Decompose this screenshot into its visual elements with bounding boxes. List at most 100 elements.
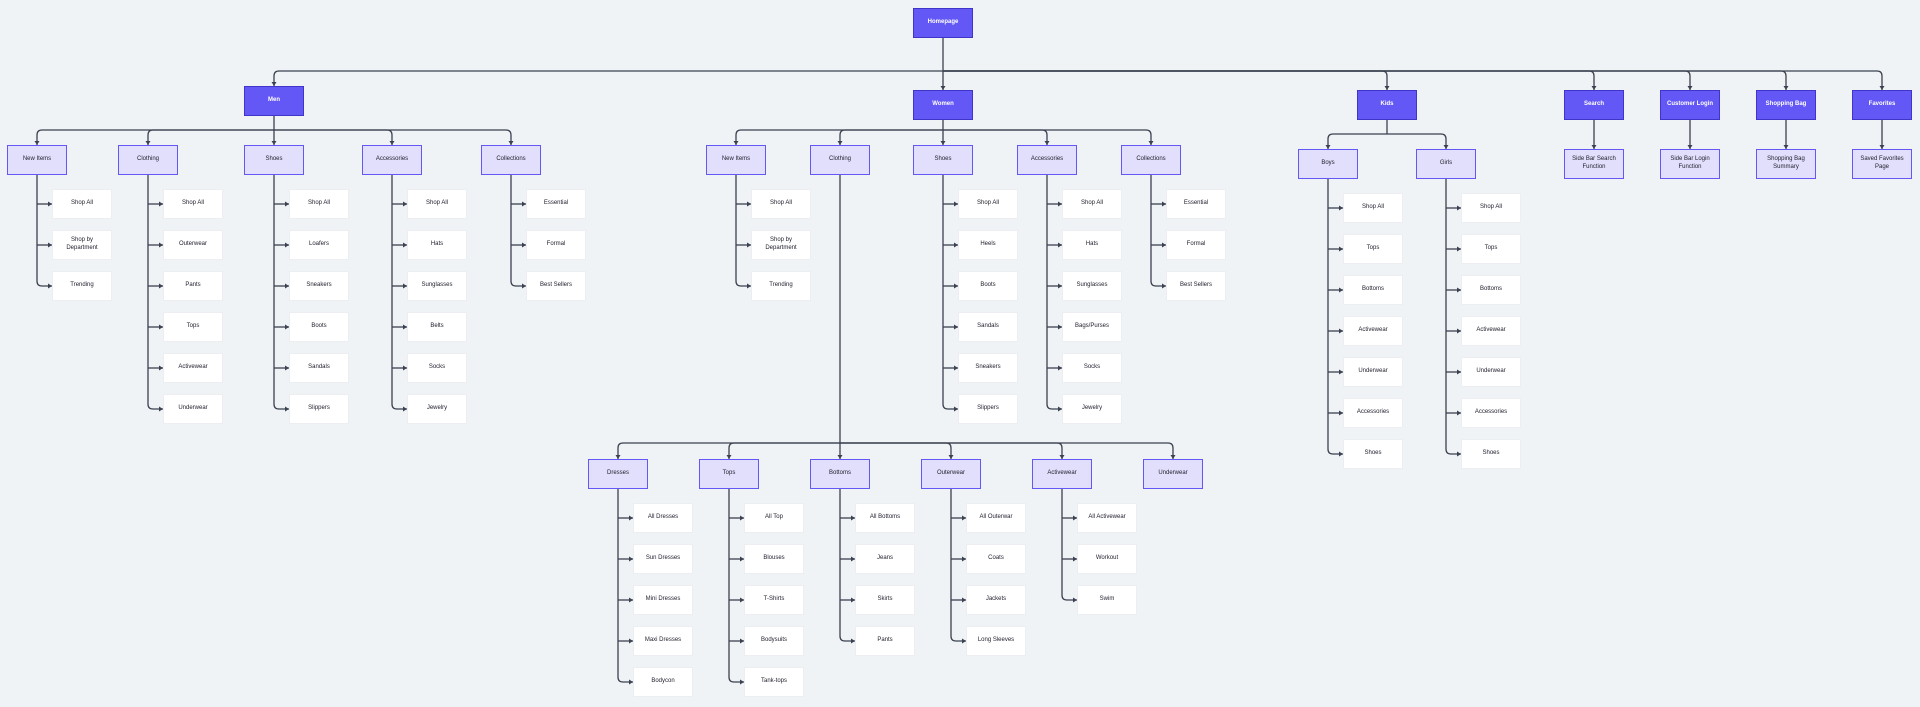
men-accessories-leaf-shop-all: Shop All	[407, 189, 467, 219]
women-clothing-tops-leaf-blouses-label: Blouses	[763, 555, 785, 562]
women-shoes: Shoes	[913, 145, 973, 175]
women-new-items-leaf-shop-by-department: Shop by Department	[751, 230, 811, 260]
women-clothing-bottoms-leaf-connector-spine	[839, 489, 855, 642]
kids-girls-leaf-bottoms-label: Bottoms	[1479, 286, 1502, 293]
women-clothing-bottoms: Bottoms	[810, 459, 870, 489]
kids-girls-leaf-accessories-label: Accessories	[1474, 409, 1508, 416]
women-clothing-underwear: Underwear	[1143, 459, 1203, 489]
women-clothing-outerwear: Outerwear	[921, 459, 981, 489]
kids-boys-leaf-underwear: Underwear	[1343, 357, 1403, 387]
men-accessories-leaf-belts-label: Belts	[430, 323, 444, 330]
women-clothing-activewear-leaf-swim: Swim	[1077, 585, 1137, 615]
women-clothing-tops-label: Tops	[722, 470, 736, 477]
women-clothing-bottoms-leaf-skirts: Skirts	[855, 585, 915, 615]
kids-boys-leaf-underwear-label: Underwear	[1358, 368, 1388, 375]
kids-boys: Boys	[1298, 149, 1358, 179]
women-clothing-activewear-leaf-workout: Workout	[1077, 544, 1137, 574]
women-accessories: Accessories	[1017, 145, 1077, 175]
women-shoes-leaf-slippers: Slippers	[958, 394, 1018, 424]
men-accessories-leaf-hats: Hats	[407, 230, 467, 260]
women-clothing-bottoms-label: Bottoms	[828, 470, 851, 477]
women-clothing-tops: Tops	[699, 459, 759, 489]
men-collections: Collections	[481, 145, 541, 175]
men-collections-leaf-formal-label: Formal	[546, 241, 566, 248]
men-collections-leaf-essential-label: Essential	[543, 200, 569, 207]
men-shoes-leaf-connector-spine	[273, 175, 289, 410]
women-clothing-dresses: Dresses	[588, 459, 648, 489]
men-shoes-leaf-slippers: Slippers	[289, 394, 349, 424]
women-clothing-outerwear-leaf-coats: Coats	[966, 544, 1026, 574]
women-collections-leaf-formal: Formal	[1166, 230, 1226, 260]
node-homepage: Homepage	[913, 8, 973, 38]
men-new-items: New Items	[7, 145, 67, 175]
women-connector-branch-3	[943, 129, 1048, 145]
women-collections-leaf-essential-label: Essential	[1183, 200, 1209, 207]
kids-girls-leaf-tops-label: Tops	[1484, 245, 1498, 252]
women-clothing-connector-branch-4	[840, 442, 1063, 459]
men-accessories-leaf-jewelry-label: Jewelry	[426, 405, 448, 412]
women-collections: Collections	[1121, 145, 1181, 175]
men-clothing-leaf-pants: Pants	[163, 271, 223, 301]
root-branch-4	[943, 70, 1691, 90]
men-new-items-leaf-shop-by-department-label: Shop by Department	[66, 237, 98, 251]
men-accessories-leaf-sunglasses-label: Sunglasses	[421, 282, 453, 289]
men-accessories-leaf-sunglasses: Sunglasses	[407, 271, 467, 301]
women-shoes-leaf-heels: Heels	[958, 230, 1018, 260]
women-clothing-outerwear-leaf-connector-spine	[950, 489, 966, 642]
women-clothing-tops-leaf-bodysuits-label: Bodysuits	[760, 637, 787, 644]
women-accessories-leaf-socks-label: Socks	[1083, 364, 1101, 371]
women-shoes-leaf-shop-all-label: Shop All	[976, 200, 1000, 207]
women-accessories-leaf-hats: Hats	[1062, 230, 1122, 260]
kids-connector-branch-0	[1327, 133, 1387, 149]
men-clothing-leaf-underwear-label: Underwear	[178, 405, 208, 412]
women-collections-label: Collections	[1136, 156, 1166, 163]
women-shoes-leaf-sandals: Sandals	[958, 312, 1018, 342]
men-connector-branch-1	[147, 129, 274, 145]
node-kids: Kids	[1357, 90, 1417, 120]
men-collections-leaf-connector-spine	[510, 175, 526, 287]
men-shoes-leaf-boots: Boots	[289, 312, 349, 342]
women-clothing: Clothing	[810, 145, 870, 175]
women-accessories-leaf-bags-purses: Bags/Purses	[1062, 312, 1122, 342]
women-clothing-tops-leaf-bodysuits: Bodysuits	[744, 626, 804, 656]
women-clothing-underwear-label: Underwear	[1158, 470, 1188, 477]
women-clothing-dresses-leaf-connector-spine	[617, 489, 633, 683]
kids-boys-leaf-shop-all: Shop All	[1343, 193, 1403, 223]
men-collections-label: Collections	[496, 156, 526, 163]
women-clothing-bottoms-leaf-pants: Pants	[855, 626, 915, 656]
women-accessories-leaf-bags-purses-label: Bags/Purses	[1074, 323, 1110, 330]
men-collections-leaf-best-sellers: Best Sellers	[526, 271, 586, 301]
men-accessories-leaf-belts: Belts	[407, 312, 467, 342]
women-clothing-bottoms-leaf-jeans-label: Jeans	[876, 555, 893, 562]
kids-boys-leaf-bottoms: Bottoms	[1343, 275, 1403, 305]
women-shoes-leaf-sneakers-label: Sneakers	[975, 364, 1001, 371]
women-clothing-outerwear-leaf-jackets-label: Jackets	[985, 596, 1007, 603]
men-connector-branch-3	[274, 129, 393, 145]
women-accessories-leaf-hats-label: Hats	[1085, 241, 1099, 248]
men-shoes: Shoes	[244, 145, 304, 175]
men-accessories-leaf-socks-label: Socks	[428, 364, 446, 371]
women-clothing-dresses-leaf-mini-dresses: Mini Dresses	[633, 585, 693, 615]
root-branch-6	[943, 70, 1883, 90]
women-shoes-leaf-shop-all: Shop All	[958, 189, 1018, 219]
favorites-saved-favorites-page: Saved Favorites Page	[1852, 149, 1912, 179]
kids-boys-leaf-tops-label: Tops	[1366, 245, 1380, 252]
women-clothing-dresses-leaf-all-dresses-label: All Dresses	[647, 514, 679, 521]
women-accessories-leaf-sunglasses: Sunglasses	[1062, 271, 1122, 301]
women-connector-branch-4	[943, 129, 1152, 145]
women-collections-leaf-connector-spine	[1150, 175, 1166, 287]
root-branch-0	[273, 70, 943, 86]
women-clothing-dresses-leaf-sun-dresses-label: Sun Dresses	[645, 555, 681, 562]
men-new-items-leaf-trending-label: Trending	[70, 282, 94, 289]
kids-boys-leaf-accessories-label: Accessories	[1356, 409, 1390, 416]
women-clothing-activewear-leaf-connector-spine	[1061, 489, 1077, 601]
men-new-items-leaf-shop-all-label: Shop All	[70, 200, 94, 207]
kids-girls-leaf-accessories: Accessories	[1461, 398, 1521, 428]
women-clothing-label: Clothing	[828, 156, 851, 163]
customer-login-side-bar-login-function-label: Side Bar Login Function	[1670, 156, 1710, 170]
node-customer-login: Customer Login	[1660, 90, 1720, 120]
search-side-bar-search-function: Side Bar Search Function	[1564, 149, 1624, 179]
women-clothing-activewear-leaf-all-activewear-label: All Activewear	[1088, 514, 1126, 521]
kids-boys-leaf-tops: Tops	[1343, 234, 1403, 264]
women-clothing-dresses-leaf-maxi-dresses: Maxi Dresses	[633, 626, 693, 656]
